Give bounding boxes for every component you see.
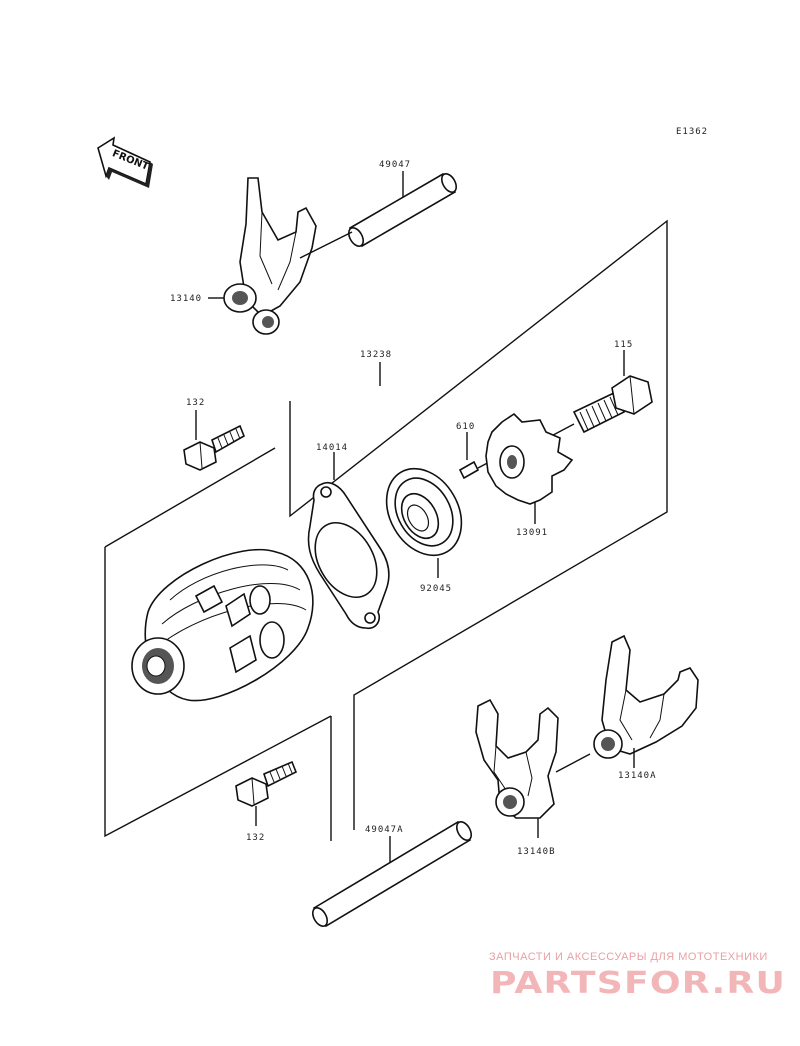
bolt-lower xyxy=(235,760,298,826)
label-fork-a: 13140A xyxy=(618,771,657,781)
watermark-logo: PARTSFOR.RU xyxy=(490,966,786,1001)
label-bolt-upper: 132 xyxy=(186,398,205,408)
label-fork-top: 13140 xyxy=(170,294,202,304)
shift-rod-bottom xyxy=(311,820,473,928)
front-arrow-icon: FRONT xyxy=(97,136,153,188)
label-shaft-bottom: 49047A xyxy=(365,825,404,835)
label-plate: 14014 xyxy=(316,443,348,453)
ref-code: E1362 xyxy=(676,127,708,137)
shift-drum-star xyxy=(485,412,574,505)
label-bolt-right: 115 xyxy=(614,340,633,350)
label-fork-b: 13140B xyxy=(517,847,556,857)
label-bolt-lower: 132 xyxy=(246,833,265,843)
shift-fork-a xyxy=(593,634,699,768)
shift-rod-top xyxy=(347,171,458,248)
shift-fork-top xyxy=(223,177,353,335)
shift-drum xyxy=(131,548,314,702)
retainer-plate xyxy=(307,481,390,630)
label-drum-assy: 13238 xyxy=(360,350,392,360)
bolt-upper xyxy=(183,410,246,471)
label-shaft-top: 49047 xyxy=(379,160,411,170)
assembly-frame xyxy=(104,219,668,841)
watermark-tagline: ЗАПЧАСТИ И АКСЕССУАРЫ ДЛЯ МОТОТЕХНИКИ xyxy=(489,951,768,963)
bolt-right xyxy=(539,375,653,443)
label-pin: 610 xyxy=(456,422,475,432)
label-star: 13091 xyxy=(516,528,548,538)
shift-fork-b xyxy=(475,698,591,838)
label-bearing: 92045 xyxy=(420,584,452,594)
ball-bearing xyxy=(385,467,463,557)
